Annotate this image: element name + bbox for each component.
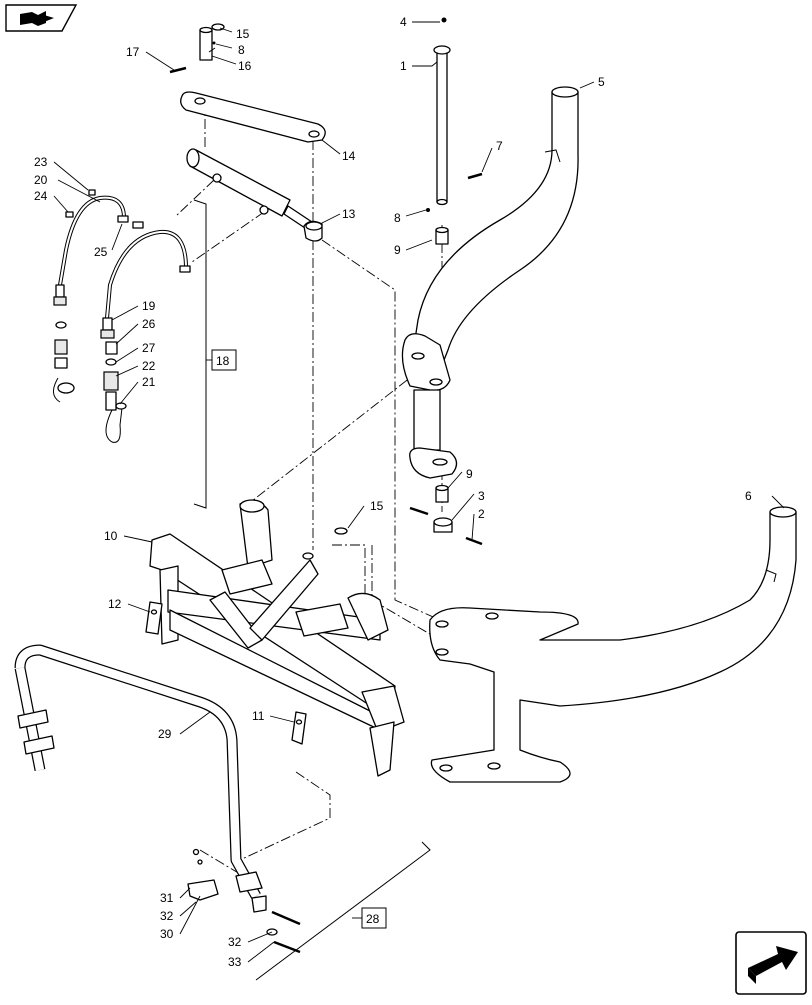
callout-12: 12 xyxy=(108,597,122,611)
ref-link-28[interactable]: 28 xyxy=(361,907,387,929)
bale-arm-lower xyxy=(429,506,797,783)
book-arrow-icon[interactable] xyxy=(5,4,78,32)
bracket-11 xyxy=(291,711,307,745)
ref-bracket-18-line xyxy=(193,199,212,509)
callout-15a: 15 xyxy=(236,27,250,41)
callout-8a: 8 xyxy=(238,43,245,57)
link-bar xyxy=(180,91,326,143)
handle-bar xyxy=(14,644,267,913)
callout-25: 25 xyxy=(94,245,108,259)
callout-1: 1 xyxy=(400,59,407,73)
callout-21: 21 xyxy=(142,375,156,389)
callout-labels: 4 1 5 7 8 9 9 3 2 6 15 8 16 17 14 13 15 … xyxy=(34,15,752,969)
callout-14: 14 xyxy=(342,149,356,163)
callout-15b: 15 xyxy=(370,499,384,513)
callout-4: 4 xyxy=(400,15,407,29)
hydraulic-cylinder xyxy=(186,148,323,242)
lower-pivot-hardware xyxy=(409,484,483,546)
callout-26: 26 xyxy=(142,317,156,331)
ref-label-28: 28 xyxy=(366,912,380,926)
callout-7: 7 xyxy=(496,139,503,153)
mounting-frame xyxy=(149,499,405,777)
callout-3: 3 xyxy=(478,489,485,503)
callout-27: 27 xyxy=(142,341,156,355)
callout-32b: 32 xyxy=(228,935,242,949)
callout-19: 19 xyxy=(142,299,156,313)
bracket-12 xyxy=(145,601,163,635)
callout-13: 13 xyxy=(342,207,356,221)
ref-bracket-28-line xyxy=(255,841,431,981)
assembly-centerlines xyxy=(175,101,443,881)
callout-32a: 32 xyxy=(160,909,174,923)
callout-17: 17 xyxy=(126,45,140,59)
callout-16: 16 xyxy=(238,59,252,73)
callout-30: 30 xyxy=(160,927,174,941)
callout-24: 24 xyxy=(34,189,48,203)
callout-22: 22 xyxy=(142,359,156,373)
callout-9b: 9 xyxy=(466,467,473,481)
leader-lines xyxy=(53,21,785,963)
callout-23: 23 xyxy=(34,155,48,169)
callout-33: 33 xyxy=(228,955,242,969)
callout-6: 6 xyxy=(745,489,752,503)
callout-29: 29 xyxy=(158,727,172,741)
ref-label-18: 18 xyxy=(216,354,230,368)
callout-20: 20 xyxy=(34,173,48,187)
callout-8b: 8 xyxy=(394,211,401,225)
top-pin-assembly xyxy=(169,23,225,74)
bale-arm-upper xyxy=(401,86,579,479)
vertical-pin xyxy=(426,17,483,245)
callout-5: 5 xyxy=(598,75,605,89)
ref-link-18[interactable]: 18 xyxy=(211,349,237,371)
callout-31: 31 xyxy=(160,891,174,905)
hydraulic-hoses xyxy=(53,189,191,443)
callout-10: 10 xyxy=(104,529,118,543)
callout-9a: 9 xyxy=(394,243,401,257)
callout-11: 11 xyxy=(252,709,265,723)
next-page-arrow-icon[interactable] xyxy=(735,931,807,995)
callout-2: 2 xyxy=(478,507,485,521)
